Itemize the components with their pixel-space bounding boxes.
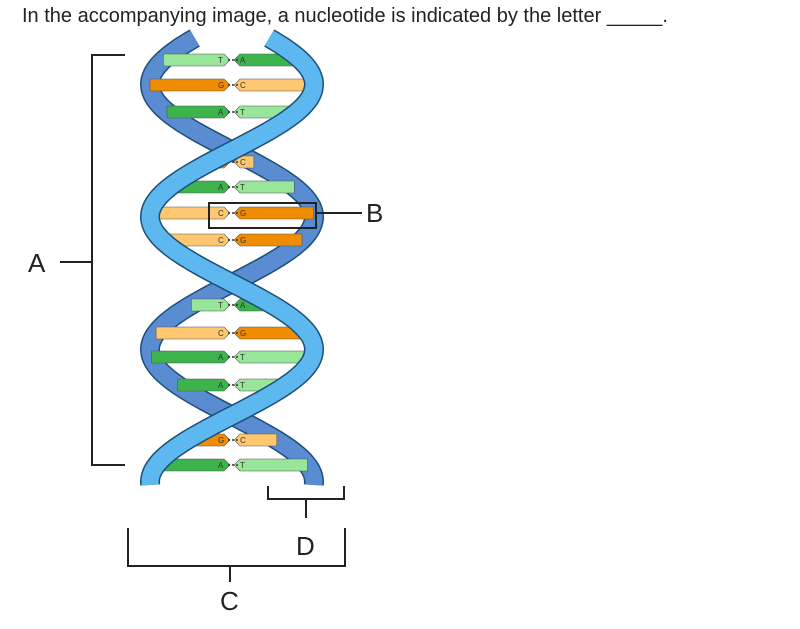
helix-front-strand [139, 29, 325, 486]
base-letter: C [240, 81, 246, 90]
base-letter: A [218, 108, 224, 117]
nucleotide-base-A [166, 105, 231, 119]
base-letter: T [240, 381, 245, 390]
base-letter: A [218, 461, 224, 470]
backbone-light [141, 30, 323, 486]
base-letter: C [218, 209, 224, 218]
label-d: D [296, 531, 315, 561]
label-a: A [28, 248, 46, 278]
base-letter: G [240, 236, 246, 245]
bracket-d [267, 486, 345, 518]
base-letter: A [240, 56, 246, 65]
base-letter: C [218, 329, 224, 338]
base-letter: C [240, 436, 246, 445]
label-b: B [366, 198, 383, 228]
bracket-a [60, 54, 125, 466]
nucleotide-base-T [233, 458, 308, 472]
nucleotide-base-G [149, 78, 231, 92]
nucleotide-base-A [151, 350, 231, 364]
base-letter: T [240, 461, 245, 470]
nucleotide-base-T [163, 53, 231, 67]
base-letter: A [218, 381, 224, 390]
base-letter: T [240, 353, 245, 362]
base-letter: G [240, 329, 246, 338]
nucleotide-base-T [233, 180, 295, 194]
base-letter: G [240, 209, 246, 218]
nucleotide-base-C [155, 326, 231, 340]
base-letter: C [240, 158, 246, 167]
label-c: C [220, 586, 239, 616]
base-letter: T [240, 108, 245, 117]
base-letter: C [218, 236, 224, 245]
base-letter: T [218, 56, 223, 65]
question-prompt: In the accompanying image, a nucleotide … [22, 5, 602, 27]
base-letter: G [218, 436, 224, 445]
base-letter: G [218, 81, 224, 90]
base-letter: T [240, 183, 245, 192]
base-letter: A [218, 183, 224, 192]
nucleotide-base-T [191, 298, 231, 312]
base-letter: A [240, 301, 246, 310]
nucleotide-base-G [233, 233, 303, 247]
question-text: In the accompanying image, a nucleotide … [22, 5, 668, 28]
nucleotide-base-G [233, 206, 314, 220]
nucleotide-base-C [233, 78, 315, 92]
bracket-c [127, 528, 346, 582]
answer-blank: _____. [606, 5, 668, 27]
base-letter: T [218, 301, 223, 310]
box-b [208, 202, 317, 229]
nucleotide-base-A [177, 378, 231, 392]
base-letter: A [218, 353, 224, 362]
nucleotide-base-C [233, 433, 278, 447]
